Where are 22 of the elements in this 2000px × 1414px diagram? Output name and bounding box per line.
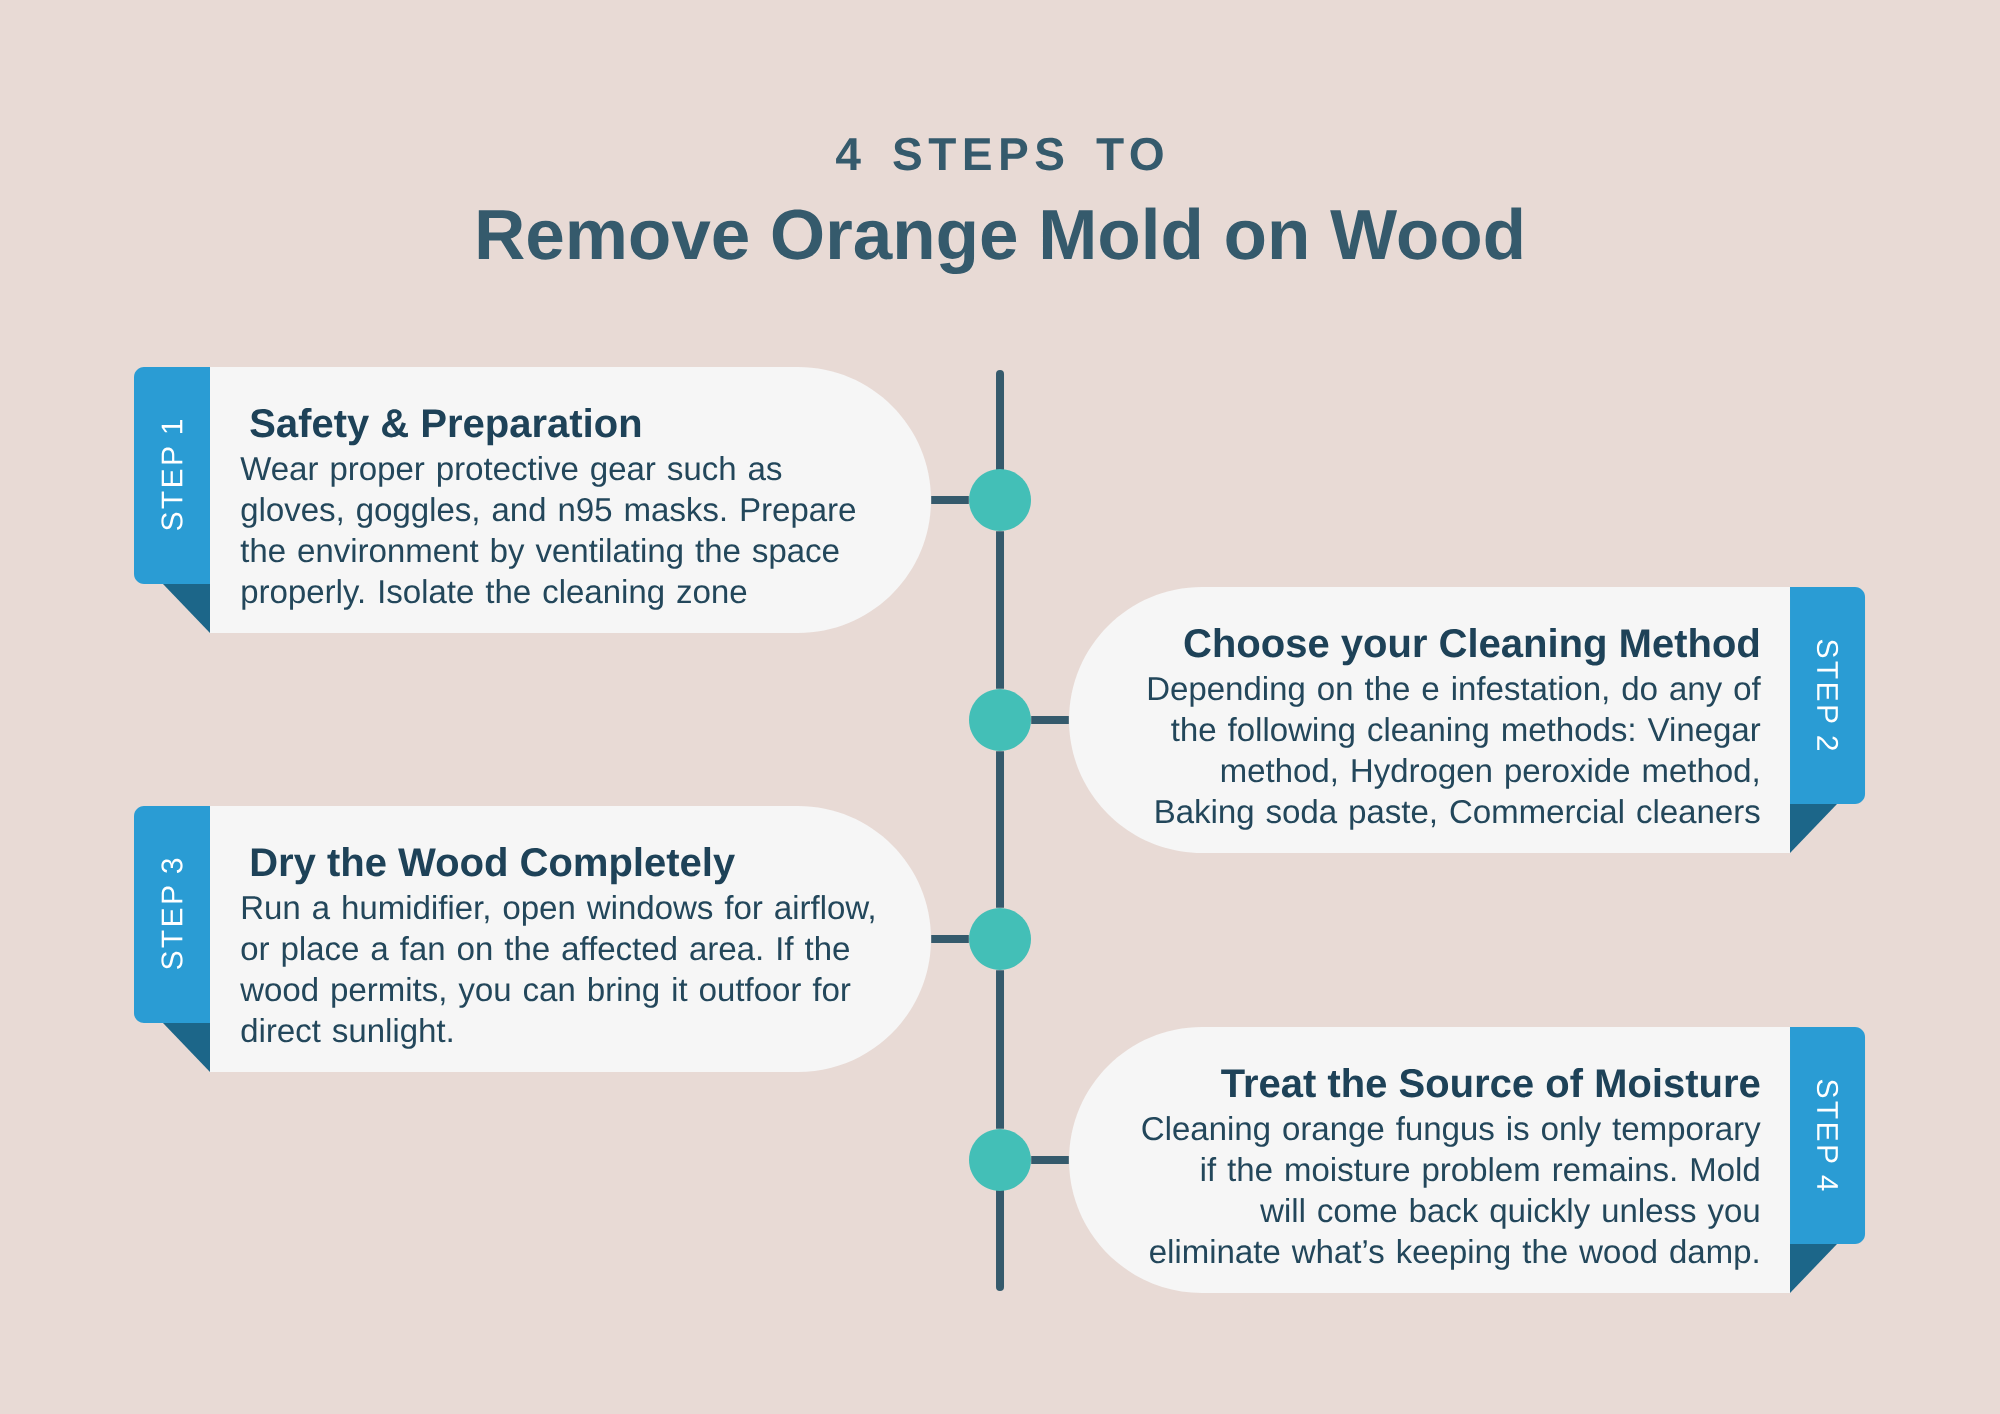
step-card bbox=[1069, 587, 1790, 853]
step-tab: STEP 3 bbox=[134, 806, 210, 1072]
step-card bbox=[1069, 1027, 1790, 1293]
step-tab: STEP 1 bbox=[134, 367, 210, 633]
step-description: Wear proper protective gear such as gloves, goggles, and n95 masks. Prepare the environment by ventilating the space properly. Isolate the cleaning zone bbox=[240, 456, 855, 610]
timeline-dot bbox=[969, 908, 1031, 970]
step-card bbox=[210, 806, 931, 1072]
timeline-dot bbox=[969, 469, 1031, 531]
timeline-dot bbox=[969, 689, 1031, 751]
subtitle: 4 STEPS TO bbox=[836, 137, 1163, 171]
step-heading: Safety & Preparation bbox=[250, 408, 641, 446]
step-description: Depending on the e infestation, do any of the following cleaning methods: Vinegar method, Hydrogen peroxide method, Baking soda paste, Commercial cleaners bbox=[1148, 676, 1761, 830]
title: Remove Orange Mold on Wood bbox=[478, 207, 1522, 275]
step-description: Cleaning orange fungus is only temporary if the moisture problem remains. Mold will come back quickly unless you eliminate what’s keeping the wood damp. bbox=[1142, 1116, 1761, 1270]
step-description: Run a humidifier, open windows for airflow, or place a fan on the affected area. If the wood permits, you can bring it outfoor for direct sunlight. bbox=[240, 895, 874, 1049]
step-heading: Treat the Source of Moisture bbox=[1221, 1068, 1760, 1098]
step-tab: STEP 4 bbox=[1790, 1027, 1865, 1293]
timeline-dot bbox=[969, 1129, 1031, 1191]
step-heading: Dry the Wood Completely bbox=[251, 847, 735, 885]
step-tab: STEP 2 bbox=[1790, 587, 1865, 853]
step-card bbox=[210, 367, 931, 633]
step-heading: Choose your Cleaning Method bbox=[1184, 628, 1759, 666]
